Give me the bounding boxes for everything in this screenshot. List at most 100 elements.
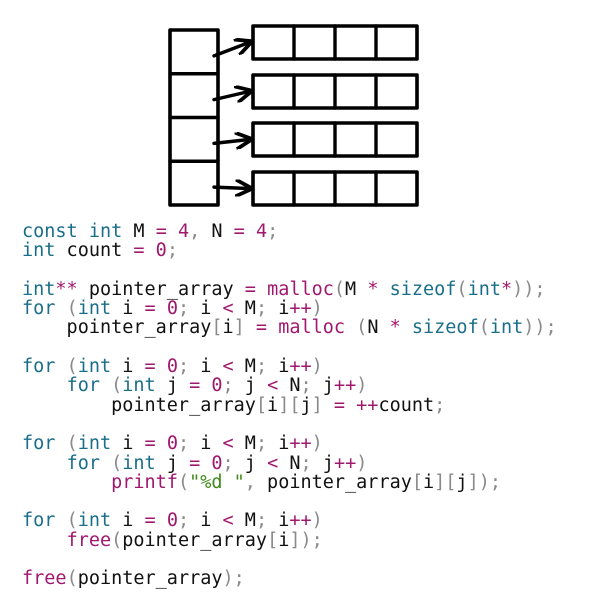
code-token: = <box>144 356 156 378</box>
code-token: i <box>278 529 290 551</box>
code-token: int <box>467 278 501 300</box>
code-token: ; <box>255 298 268 320</box>
code-token: ++ <box>289 298 312 320</box>
code-token: < <box>222 356 234 378</box>
code-token: for <box>22 510 56 532</box>
code-token: 4 <box>177 221 190 242</box>
code-token: ) <box>356 375 368 397</box>
code-token: ( <box>66 510 78 532</box>
code-token: ) <box>311 510 323 532</box>
code-token: ; <box>434 394 446 416</box>
code-token: = <box>189 375 201 397</box>
code-token: j <box>155 452 190 474</box>
code-token: int <box>77 356 112 378</box>
code-token: < <box>222 298 234 320</box>
code-token: for <box>22 356 56 378</box>
code-token: ( <box>333 278 346 300</box>
code-token: * <box>500 278 513 300</box>
code-token <box>22 375 67 396</box>
code-token: malloc <box>278 317 346 339</box>
code-token: M <box>233 298 256 320</box>
code-token <box>245 221 256 242</box>
code-token: ) <box>311 356 323 378</box>
code-token: ( <box>66 568 78 590</box>
code-token: )); <box>512 278 546 300</box>
code-token: < <box>222 510 234 532</box>
pointer-arrow <box>212 92 249 100</box>
code-token: pointer_array <box>22 317 212 339</box>
code-token: = <box>189 452 201 474</box>
code-token: = <box>255 317 268 339</box>
code-token: i <box>267 510 290 532</box>
code-token: N <box>278 375 301 397</box>
code-token: = <box>244 278 256 300</box>
code-token: "%d " <box>189 471 245 493</box>
code-token: ++ <box>289 433 312 455</box>
code-token <box>145 240 156 261</box>
code-token: ( <box>66 356 78 378</box>
code-token: ( <box>66 433 78 455</box>
code-token <box>156 433 167 454</box>
code-token: M <box>345 278 368 300</box>
code-token: int <box>77 433 112 455</box>
code-token <box>200 453 211 474</box>
code-token: pointer_array <box>77 278 245 300</box>
code-token: ) <box>311 433 323 455</box>
code-token: int <box>22 240 56 262</box>
code-token <box>22 453 67 474</box>
code-token: ][ <box>278 394 301 416</box>
code-token: j <box>456 471 468 493</box>
code-token: j <box>300 394 312 416</box>
code-line: free(pointer_array[i]); <box>22 531 557 550</box>
code-token <box>55 356 66 377</box>
code-line: int** pointer_array = malloc(M * sizeof(… <box>22 280 557 299</box>
code-token: ; <box>300 375 312 397</box>
code-line: for (int i = 0; i < M; i++) <box>22 434 557 453</box>
code-token: ) <box>311 298 323 320</box>
code-token: [ <box>211 317 223 339</box>
code-token: j <box>233 375 268 397</box>
code-token: i <box>222 317 234 339</box>
code-token: count <box>378 394 435 416</box>
code-token: ); <box>222 568 245 590</box>
pointer-array-diagram <box>168 24 419 207</box>
code-token: i <box>423 471 435 493</box>
code-token: ; <box>255 510 268 532</box>
code-token: = <box>144 298 156 320</box>
code-token <box>245 317 256 338</box>
code-token: j <box>311 375 334 397</box>
code-line <box>22 492 557 511</box>
code-token: for <box>66 375 100 397</box>
code-token <box>378 279 389 300</box>
code-token: = <box>333 394 346 416</box>
code-token <box>267 317 278 338</box>
code-token: = <box>133 240 145 262</box>
code-token <box>100 453 111 474</box>
code-line: for (int i = 0; i < M; i++) <box>22 299 557 318</box>
code-token: 0 <box>155 240 167 262</box>
code-token: j <box>155 375 190 397</box>
code-token: int <box>122 452 156 474</box>
code-token <box>55 510 66 531</box>
code-token: malloc <box>267 278 334 300</box>
code-token: M <box>122 221 156 242</box>
code-token: i <box>111 298 145 320</box>
code-token: ; <box>267 221 279 242</box>
code-token: ++ <box>356 394 379 416</box>
code-token: ]); <box>289 529 323 551</box>
code-token: i <box>267 433 290 455</box>
code-token <box>200 375 211 396</box>
code-token <box>78 221 89 242</box>
code-token: 0 <box>166 433 178 455</box>
code-token: ; <box>255 433 268 455</box>
code-token: ( <box>66 298 78 320</box>
code-token: N <box>200 221 234 242</box>
code-token: i <box>267 394 279 416</box>
code-token: ; <box>222 452 234 474</box>
code-token <box>345 317 356 338</box>
code-line <box>22 261 557 280</box>
code-token: ; <box>177 298 190 320</box>
code-token: )); <box>523 317 557 339</box>
code-token: i <box>111 356 145 378</box>
code-token: * <box>367 278 379 300</box>
